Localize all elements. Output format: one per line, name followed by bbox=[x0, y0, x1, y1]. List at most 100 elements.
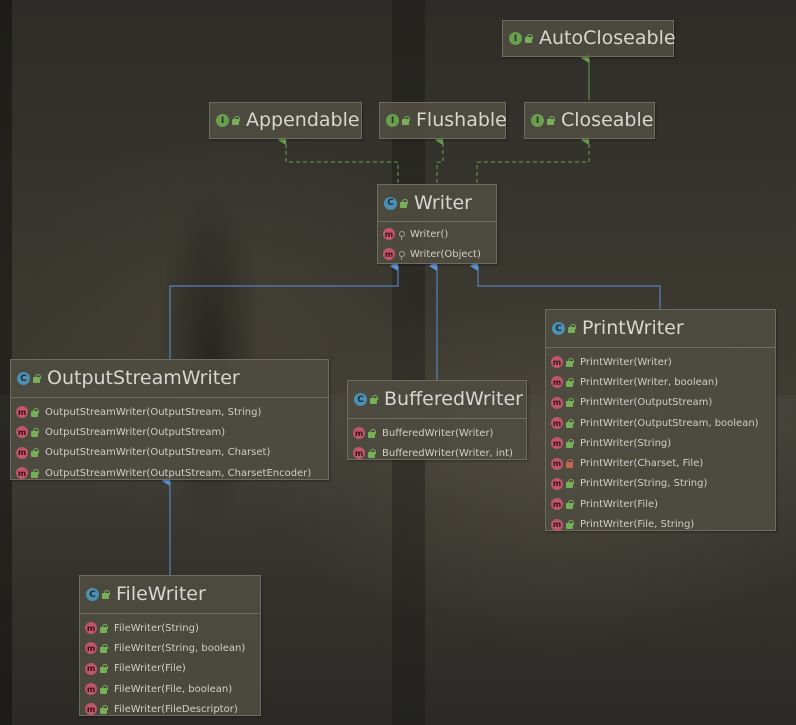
member-signature: Writer(Object) bbox=[410, 248, 481, 260]
method-icon: m bbox=[85, 662, 97, 675]
public-lock-icon bbox=[566, 377, 574, 387]
public-lock-icon bbox=[368, 448, 376, 458]
member-row[interactable]: m Writer() bbox=[378, 224, 496, 244]
outputstreamwriter-extends-writer bbox=[169, 261, 399, 359]
bufferedwriter-node[interactable]: C BufferedWriter m BufferedWriter(Writer… bbox=[347, 380, 527, 460]
method-icon: m bbox=[551, 437, 563, 450]
outputstreamwriter-node[interactable]: C OutputStreamWriter m OutputStreamWrite… bbox=[10, 359, 329, 480]
member-signature: OutputStreamWriter(OutputStream, String) bbox=[45, 406, 262, 418]
public-lock-icon bbox=[31, 468, 39, 478]
closeable-title: Closeable bbox=[561, 109, 654, 131]
member-signature: PrintWriter(Writer, boolean) bbox=[580, 376, 719, 388]
public-lock-icon bbox=[100, 664, 108, 674]
method-icon: m bbox=[551, 457, 563, 470]
member-signature: FileWriter(String, boolean) bbox=[114, 642, 246, 654]
printwriter-extends-writer bbox=[470, 261, 661, 309]
public-lock-icon bbox=[566, 398, 574, 408]
autocloseable-node[interactable]: I AutoCloseable bbox=[502, 20, 676, 57]
class-icon: C bbox=[17, 372, 30, 385]
member-signature: FileWriter(File, boolean) bbox=[114, 683, 233, 695]
interface-icon: I bbox=[386, 114, 399, 127]
public-lock-icon bbox=[568, 324, 576, 333]
member-signature: FileWriter(File) bbox=[114, 663, 186, 675]
public-lock-icon bbox=[368, 428, 376, 438]
private-lock-icon bbox=[566, 459, 574, 469]
public-lock-icon bbox=[400, 198, 408, 208]
member-row[interactable]: m FileWriter(File) bbox=[80, 659, 260, 679]
public-lock-icon bbox=[100, 704, 108, 714]
method-icon: m bbox=[383, 248, 395, 261]
method-icon: m bbox=[551, 498, 563, 511]
member-row[interactable]: m PrintWriter(File, String) bbox=[546, 514, 775, 534]
public-lock-icon bbox=[566, 499, 574, 509]
writer-title: Writer bbox=[414, 191, 472, 214]
member-signature: FileWriter(FileDescriptor) bbox=[114, 703, 238, 715]
member-signature: PrintWriter(OutputStream, boolean) bbox=[580, 417, 759, 429]
member-row[interactable]: m PrintWriter(Writer) bbox=[546, 352, 775, 372]
flushable-title: Flushable bbox=[416, 109, 507, 131]
method-icon: m bbox=[16, 467, 28, 480]
protected-icon bbox=[398, 230, 405, 240]
member-row[interactable]: m PrintWriter(Charset, File) bbox=[546, 453, 775, 473]
member-row[interactable]: m FileWriter(String, boolean) bbox=[80, 638, 260, 658]
member-signature: PrintWriter(Charset, File) bbox=[580, 458, 704, 470]
member-row[interactable]: m PrintWriter(String) bbox=[546, 433, 775, 453]
method-icon: m bbox=[551, 356, 563, 369]
member-signature: PrintWriter(File) bbox=[580, 498, 659, 510]
member-signature: BufferedWriter(Writer, int) bbox=[382, 447, 513, 459]
closeable-node[interactable]: I Closeable bbox=[524, 102, 655, 139]
member-signature: PrintWriter(OutputStream) bbox=[580, 397, 713, 409]
abstract-class-icon: C bbox=[384, 196, 397, 210]
member-row[interactable]: m Writer(Object) bbox=[378, 244, 496, 264]
flushable-node[interactable]: I Flushable bbox=[379, 102, 507, 139]
method-icon: m bbox=[551, 477, 563, 490]
member-row[interactable]: m OutputStreamWriter(OutputStream) bbox=[11, 422, 328, 442]
method-icon: m bbox=[16, 406, 28, 419]
filewriter-title: FileWriter bbox=[116, 583, 206, 605]
member-signature: FileWriter(String) bbox=[114, 622, 199, 634]
member-row[interactable]: m PrintWriter(String, String) bbox=[546, 474, 775, 494]
member-row[interactable]: m PrintWriter(OutputStream) bbox=[546, 393, 775, 413]
public-lock-icon bbox=[100, 684, 108, 694]
writer-implements-flushable bbox=[435, 135, 444, 183]
public-lock-icon bbox=[566, 479, 574, 489]
writer-node[interactable]: C Writer m Writer() m Writer(Object) bbox=[377, 184, 497, 264]
outputstreamwriter-title: OutputStreamWriter bbox=[47, 367, 240, 389]
method-icon: m bbox=[551, 417, 563, 430]
member-signature: OutputStreamWriter(OutputStream, Charset… bbox=[45, 467, 312, 479]
public-lock-icon bbox=[566, 520, 574, 530]
member-row[interactable]: m FileWriter(File, boolean) bbox=[80, 679, 260, 699]
member-signature: Writer() bbox=[410, 228, 449, 240]
member-signature: OutputStreamWriter(OutputStream) bbox=[45, 426, 226, 438]
member-row[interactable]: m FileWriter(String) bbox=[80, 618, 260, 638]
writer-implements-closeable bbox=[476, 135, 590, 183]
member-row[interactable]: m BufferedWriter(Writer, int) bbox=[348, 443, 526, 463]
public-lock-icon bbox=[31, 407, 39, 417]
member-row[interactable]: m OutputStreamWriter(OutputStream, Chars… bbox=[11, 463, 328, 483]
method-icon: m bbox=[353, 447, 365, 460]
member-row[interactable]: m OutputStreamWriter(OutputStream, Strin… bbox=[11, 402, 328, 422]
member-row[interactable]: m PrintWriter(File) bbox=[546, 494, 775, 514]
member-row[interactable]: m PrintWriter(OutputStream, boolean) bbox=[546, 413, 775, 433]
method-icon: m bbox=[85, 703, 97, 716]
member-row[interactable]: m BufferedWriter(Writer) bbox=[348, 423, 526, 443]
interface-icon: I bbox=[531, 114, 544, 127]
member-signature: PrintWriter(File, String) bbox=[580, 519, 695, 531]
public-lock-icon bbox=[566, 438, 574, 448]
method-icon: m bbox=[16, 426, 28, 439]
public-lock-icon bbox=[566, 357, 574, 367]
appendable-title: Appendable bbox=[246, 109, 360, 131]
member-row[interactable]: m OutputStreamWriter(OutputStream, Chars… bbox=[11, 443, 328, 463]
method-icon: m bbox=[85, 622, 97, 635]
member-row[interactable]: m PrintWriter(Writer, boolean) bbox=[546, 372, 775, 392]
filewriter-node[interactable]: C FileWriter m FileWriter(String) m File… bbox=[79, 575, 261, 716]
member-row[interactable]: m FileWriter(FileDescriptor) bbox=[80, 699, 260, 719]
printwriter-title: PrintWriter bbox=[582, 317, 684, 339]
method-icon: m bbox=[16, 446, 28, 459]
printwriter-node[interactable]: C PrintWriter m PrintWriter(Writer) m Pr… bbox=[545, 309, 776, 531]
method-icon: m bbox=[551, 518, 563, 531]
method-icon: m bbox=[85, 642, 97, 655]
public-lock-icon bbox=[525, 34, 533, 43]
appendable-node[interactable]: I Appendable bbox=[209, 102, 362, 139]
